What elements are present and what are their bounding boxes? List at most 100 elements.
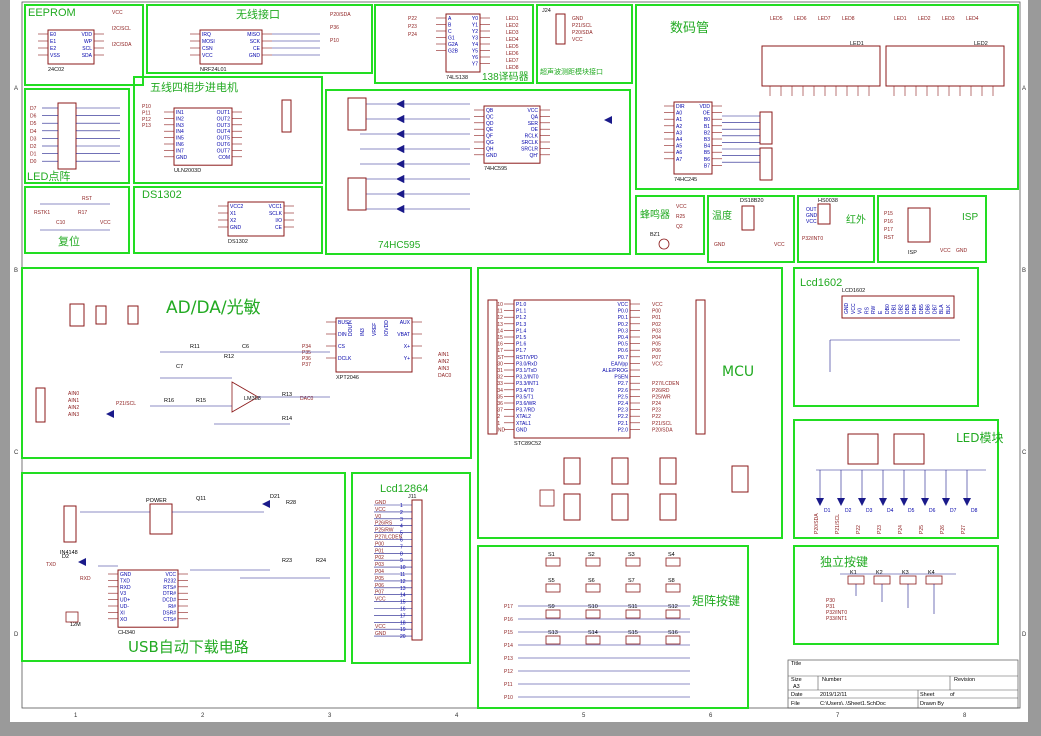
pin-label: P3.5/T1 bbox=[516, 394, 534, 400]
pin-label: A3 bbox=[676, 130, 682, 136]
component-ref: K2 bbox=[876, 570, 883, 576]
net-label: D6 bbox=[30, 114, 37, 120]
net-label: P15 bbox=[504, 630, 513, 636]
pin-label: AUX bbox=[400, 320, 411, 326]
net-label: P17 bbox=[504, 604, 513, 610]
net-label: P13 bbox=[504, 656, 513, 662]
pin-label: RI# bbox=[168, 604, 176, 610]
pin-label: P1.6 bbox=[516, 342, 527, 348]
component-ref: R13 bbox=[282, 392, 292, 398]
net-label: P26/RD bbox=[652, 388, 670, 394]
net-label: RST bbox=[494, 355, 504, 361]
net-label: GND bbox=[956, 248, 968, 254]
chip-body bbox=[445, 13, 481, 73]
net-label: P01 bbox=[375, 548, 384, 554]
section-hc595: 74HC595 bbox=[325, 89, 631, 255]
chip-body bbox=[513, 299, 631, 439]
pin-label: P2.5 bbox=[618, 394, 629, 400]
pin-label: SRCLK bbox=[521, 140, 538, 146]
net-label: LED6 bbox=[506, 51, 519, 57]
pin-label: D1 bbox=[824, 508, 831, 514]
component-ref: R11 bbox=[190, 344, 200, 350]
net-label: LED2 bbox=[918, 16, 931, 22]
section-adda: AD/DA/光敏 bbox=[21, 267, 472, 459]
component-ref: R12 bbox=[224, 354, 234, 360]
pin-label: 5 bbox=[400, 531, 403, 537]
pin-label: GND bbox=[176, 155, 188, 161]
pin-label: DB3 bbox=[905, 304, 911, 314]
pin-label: XI bbox=[120, 610, 125, 616]
component-ref: R28 bbox=[286, 500, 296, 506]
pin-label: MOSI bbox=[202, 39, 215, 45]
led-icon bbox=[604, 116, 612, 124]
pin-label: QA bbox=[531, 114, 539, 120]
net-label: V0 bbox=[375, 514, 381, 520]
net-label: P14 bbox=[504, 643, 513, 649]
pin-label: IN1 bbox=[176, 110, 184, 116]
pin-label: DB0 bbox=[885, 304, 891, 314]
net-label: P10 bbox=[330, 38, 339, 44]
pin-label: IN2 bbox=[176, 116, 184, 122]
key-switch-icon bbox=[545, 609, 561, 619]
resistor-pack bbox=[347, 97, 367, 131]
section-title-mcu: MCU bbox=[722, 364, 754, 380]
net-label: GND bbox=[714, 242, 726, 248]
component-ref: S15 bbox=[628, 630, 638, 636]
key-switch-icon bbox=[585, 635, 601, 645]
header-body bbox=[281, 99, 292, 133]
led-icon bbox=[396, 145, 404, 153]
net-label: P23 bbox=[652, 408, 661, 414]
pin-label: CSN bbox=[202, 46, 213, 52]
matrix-header-body bbox=[57, 102, 77, 170]
component-ref: K3 bbox=[902, 570, 909, 576]
net-label: P16 bbox=[884, 219, 893, 225]
pin-label: 6 bbox=[400, 538, 403, 544]
section-decoder: 138译码器 bbox=[374, 4, 534, 84]
net-label: LED4 bbox=[506, 37, 519, 43]
pin-label: P0.3 bbox=[618, 328, 629, 334]
pin-label: P1.2 bbox=[516, 315, 527, 321]
lcd1602-header-body bbox=[841, 295, 955, 319]
component-ref: IN4148 bbox=[60, 550, 78, 556]
net-label: LED2 bbox=[506, 23, 519, 29]
chip-bodies: E0E1E2VSSVDDWPSCLSDA24C02VCCI2C/SCLI2C/S… bbox=[30, 8, 1005, 701]
net-label: VCC bbox=[375, 597, 386, 603]
net-label: P20/SDA bbox=[652, 427, 673, 433]
pin-label: A2 bbox=[676, 124, 682, 130]
section-isp: ISP bbox=[877, 195, 987, 263]
mcu-headers bbox=[487, 299, 749, 521]
section-ultrasonic: 超声波测距模块接口 bbox=[536, 4, 633, 84]
section-title-buzzer: 蜂鸣器 bbox=[640, 208, 670, 221]
grid-col-label: 7 bbox=[836, 713, 840, 719]
pin-label: 2 bbox=[400, 510, 403, 516]
pin-label: X+ bbox=[404, 344, 410, 350]
pin-label: D3 bbox=[866, 508, 873, 514]
pin-label: DCLK bbox=[338, 356, 352, 362]
component-ref: S4 bbox=[668, 552, 675, 558]
pin-label: QG bbox=[486, 140, 494, 146]
chip-ref: ISP bbox=[908, 250, 917, 256]
net-label: P13 bbox=[494, 322, 503, 328]
key-switch-icon bbox=[545, 557, 561, 567]
pin-label: XO bbox=[120, 617, 127, 623]
crystal-icon bbox=[539, 489, 555, 507]
pin-label: 7 bbox=[400, 544, 403, 550]
pin-label: B5 bbox=[704, 150, 710, 156]
net-label: P17 bbox=[884, 227, 893, 233]
section-eeprom: EEPROM bbox=[24, 4, 144, 86]
net-label: VCC bbox=[774, 242, 785, 248]
pin-label: 14 bbox=[400, 593, 406, 599]
pin-label: SRCLR bbox=[521, 146, 538, 152]
pin-label: SDA bbox=[82, 53, 93, 59]
chip-ref: 74HC245 bbox=[674, 177, 697, 183]
pin-label: Y1 bbox=[472, 23, 478, 29]
pin-label: VBAT bbox=[397, 332, 410, 338]
pin-label: OUT7 bbox=[217, 148, 231, 154]
chip-body bbox=[673, 101, 713, 175]
net-label: P20/SDA bbox=[572, 30, 593, 36]
component-ref: S3 bbox=[628, 552, 635, 558]
